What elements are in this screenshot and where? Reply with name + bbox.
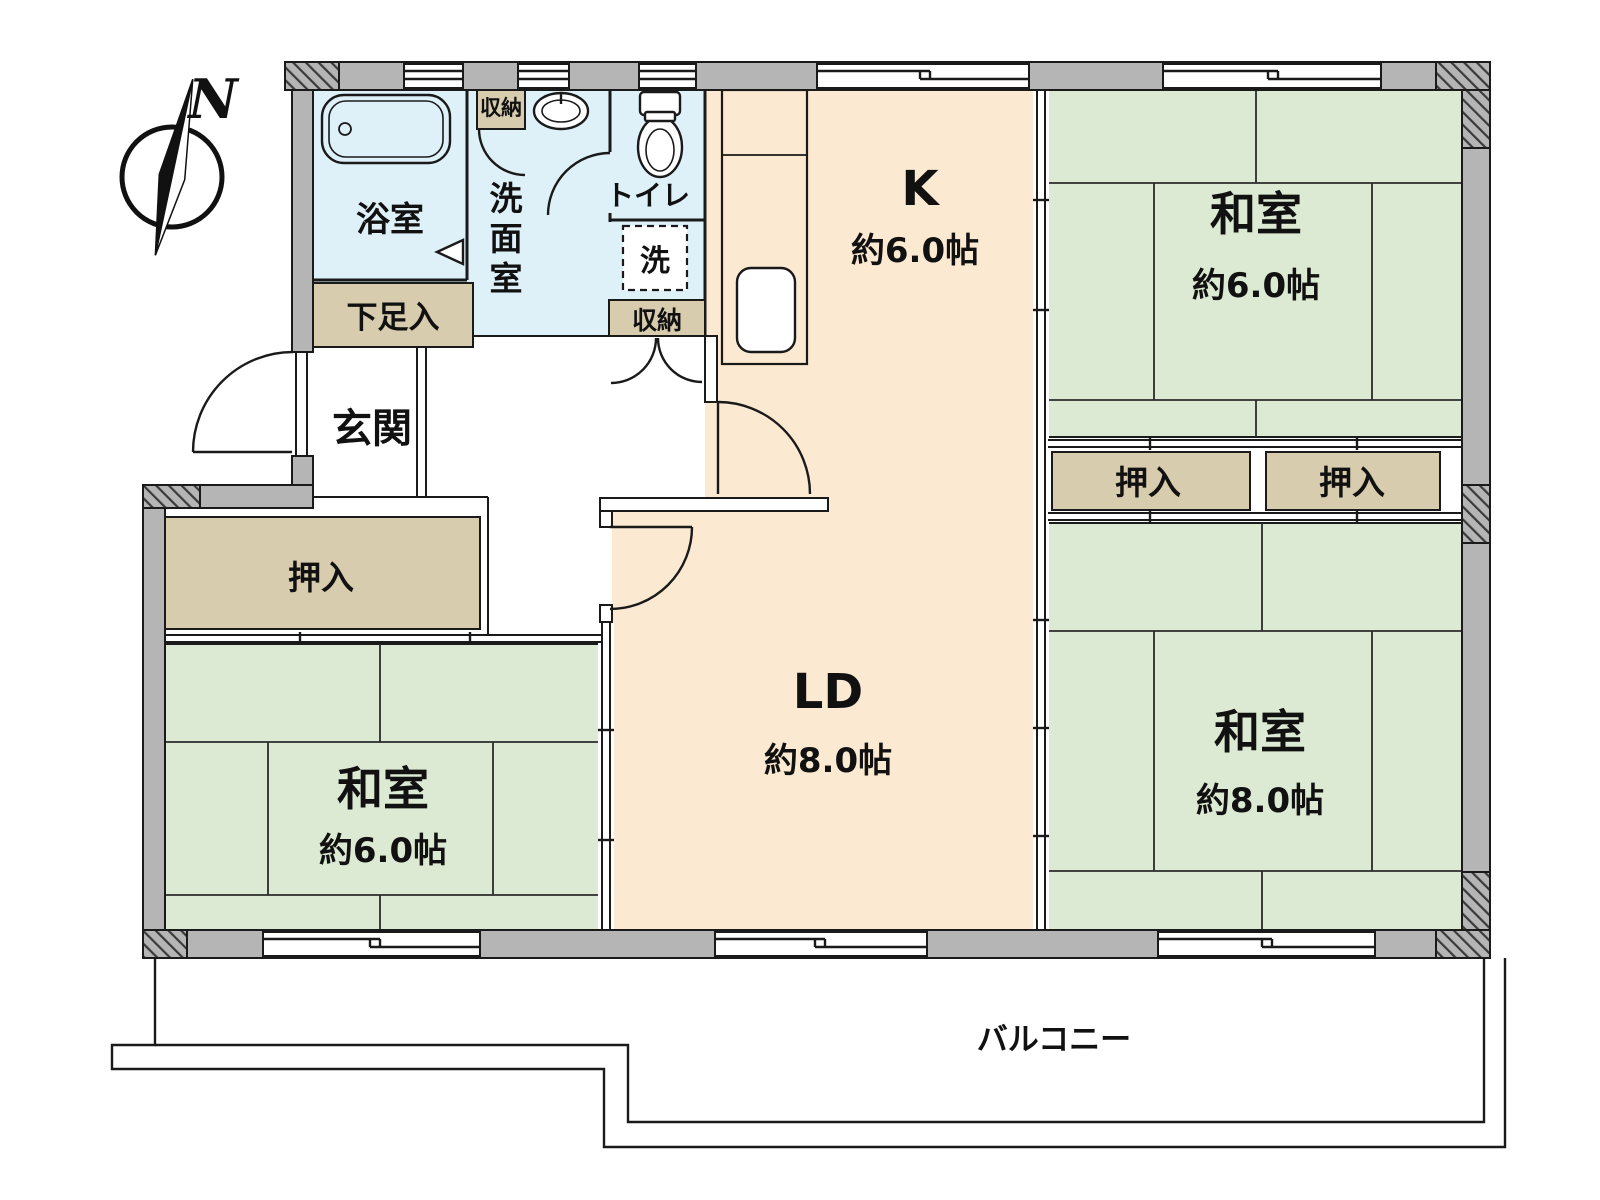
closet-sw-box	[163, 516, 481, 630]
bathtub-icon	[320, 93, 452, 165]
window-top-washroom	[517, 63, 570, 89]
wall-left-upper	[291, 61, 314, 353]
balcony-outline	[110, 958, 1507, 1149]
label-closet-mid: 押入	[1115, 463, 1181, 502]
washroom-floor	[467, 90, 610, 336]
label-kitchen: K	[901, 161, 940, 217]
label-storage-hall: 収納	[632, 306, 682, 335]
storage-boxes	[163, 84, 1441, 630]
compass-needle-icon	[154, 78, 194, 256]
tatami-lines	[155, 90, 1462, 930]
entrance-hall-divider	[416, 346, 427, 498]
label-japanese-se-size: 約8.0帖	[1196, 781, 1324, 821]
corner-hatch-br2	[1461, 871, 1491, 931]
window-top-bath	[403, 63, 464, 89]
closet-mid-box	[1051, 451, 1251, 511]
toilet-icon	[636, 90, 684, 179]
floor-areas	[154, 89, 1463, 931]
label-balcony: バルコニー	[977, 1022, 1131, 1058]
bath-door-icon	[434, 238, 465, 266]
label-shoe-cabinet: 下足入	[347, 300, 440, 336]
window-top-kitchen	[816, 63, 1030, 89]
window-bottom-ld	[714, 931, 928, 957]
corner-hatch-step	[142, 484, 201, 509]
label-toilet: トイレ	[606, 179, 690, 212]
corner-hatch-tr	[1435, 61, 1491, 91]
sliding-partitions	[155, 90, 1462, 930]
outer-walls	[142, 61, 1491, 959]
window-bottom-se-room	[1157, 931, 1376, 957]
storage-hall-doors	[610, 337, 703, 385]
shoe-cabinet-box	[312, 282, 474, 348]
ld-door-stub-bottom	[599, 604, 613, 623]
kitchen-counter-icon	[720, 88, 809, 366]
fixtures	[320, 88, 809, 366]
label-kitchen-size: 約6.0帖	[851, 231, 979, 271]
kitchen-door-wall	[704, 335, 718, 403]
label-storage-washroom: 収納	[480, 96, 522, 120]
label-japanese-se: 和室	[1214, 705, 1306, 759]
compass: N	[119, 67, 240, 256]
doors	[191, 128, 812, 611]
washer-space-icon	[621, 224, 689, 292]
label-living: LD	[793, 664, 863, 720]
closet-right-box	[1265, 451, 1441, 511]
japanese-room-ne-floor	[1047, 89, 1463, 438]
corner-hatch-tr2	[1461, 89, 1491, 149]
label-washroom-3: 室	[490, 259, 523, 298]
corner-hatch-right-mid	[1461, 484, 1491, 544]
label-japanese-ne-size: 約6.0帖	[1192, 266, 1320, 306]
kitchen-door	[716, 400, 812, 495]
corner-hatch-bl	[142, 929, 188, 959]
storage-washroom-door-arc	[477, 128, 526, 177]
compass-north-label: N	[186, 67, 240, 131]
compass-ring-icon	[119, 124, 225, 230]
label-washroom-1: 洗	[490, 179, 523, 218]
label-entrance: 玄関	[332, 406, 412, 452]
partition-band-right	[1033, 90, 1049, 930]
wall-left-stub	[291, 455, 314, 486]
entrance-door	[191, 350, 313, 457]
ld-door-stub-top	[599, 510, 613, 528]
label-washroom-2: 面	[490, 219, 523, 258]
label-closet-right: 押入	[1319, 463, 1385, 502]
label-japanese-sw: 和室	[337, 762, 429, 816]
corner-hatch-tl	[284, 61, 340, 91]
labels: K 約6.0帖 LD 約8.0帖 和室 約6.0帖 和室 約8.0帖 和室 約6…	[288, 96, 1385, 1058]
label-washer: 洗	[640, 244, 670, 279]
hall-ld-wall	[599, 497, 829, 512]
label-living-size: 約8.0帖	[764, 741, 892, 781]
interior-walls	[313, 90, 829, 636]
toilet-door-arc	[546, 151, 611, 216]
label-japanese-ne: 和室	[1210, 187, 1302, 241]
label-japanese-sw-size: 約6.0帖	[319, 831, 447, 871]
kitchen-ld-open-floor	[828, 496, 1040, 512]
label-closet-sw: 押入	[288, 558, 354, 597]
living-door	[609, 525, 694, 611]
window-top-ne-room	[1162, 63, 1382, 89]
window-bottom-sw-room	[262, 931, 481, 957]
window-top-toilet	[638, 63, 697, 89]
storage-box-washroom	[476, 84, 526, 130]
wall-left-lower	[142, 484, 166, 931]
sink-icon	[532, 91, 590, 131]
storage-box-hall	[608, 299, 706, 337]
living-floor	[612, 510, 1037, 930]
corner-hatch-br	[1435, 929, 1491, 959]
partition-band-sw	[598, 622, 614, 930]
label-bathroom: 浴室	[356, 200, 424, 240]
